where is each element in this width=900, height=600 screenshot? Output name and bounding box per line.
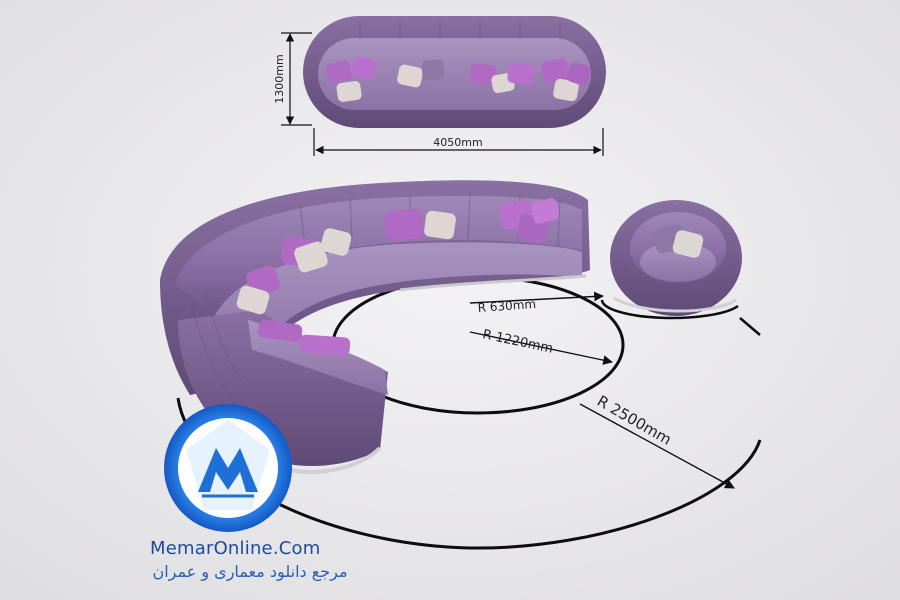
round-armchair [610,200,742,316]
radius-630-label: R 630mm [477,297,536,315]
watermark-tagline: مرجع دانلود معماری و عمران [152,562,348,581]
memaronline-logo [164,404,292,532]
curved-sofa [160,180,590,474]
radius-arrows [469,291,735,489]
dimension-height [281,32,312,126]
width-label: 4050mm [433,136,482,149]
watermark-site: MemarOnline.Com [150,538,321,559]
dimension-width [313,128,604,156]
height-label: 1300mm [273,54,286,103]
plan-view-sofa [303,16,606,128]
